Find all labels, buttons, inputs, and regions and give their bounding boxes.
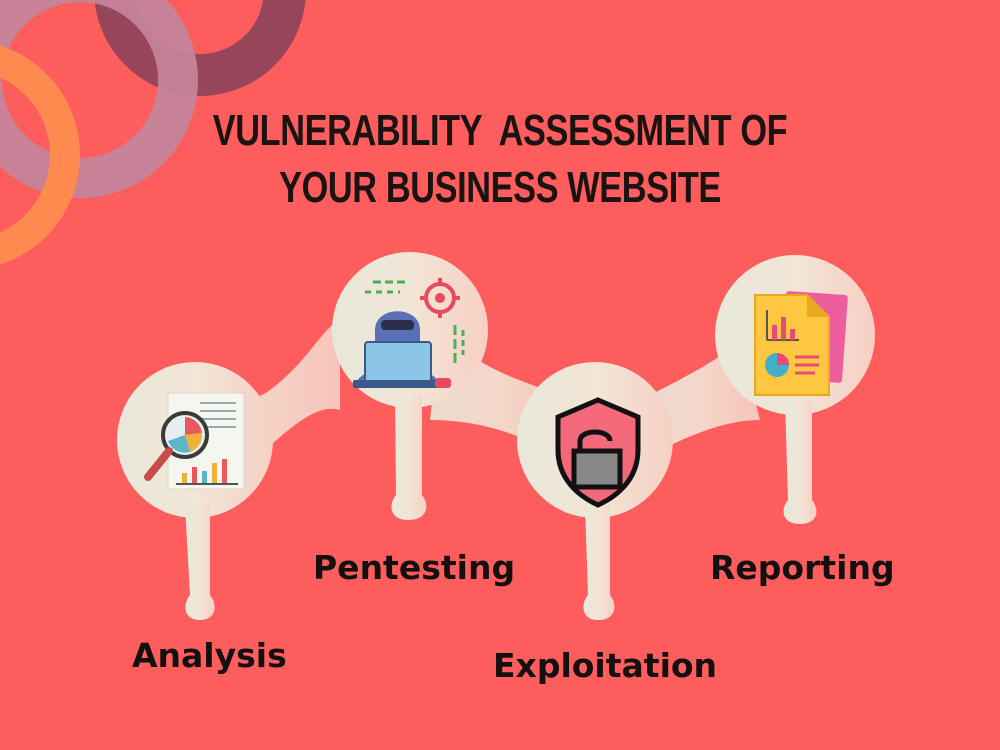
- step-label-reporting: Reporting: [710, 548, 895, 587]
- drip-reporting: [783, 400, 817, 524]
- drip-pentesting: [391, 395, 427, 520]
- title-line-2: YOUR BUSINESS WEBSITE: [279, 163, 721, 212]
- unlocked-shield-icon: [555, 397, 641, 508]
- drip-exploitation: [583, 505, 615, 620]
- step-label-exploitation: Exploitation: [493, 646, 718, 685]
- step-label-pentesting: Pentesting: [313, 548, 516, 587]
- hacker-laptop-icon: [353, 278, 465, 388]
- pink-ring: [0, 0, 198, 198]
- title-line-1: VULNERABILITY ASSESSMENT OF: [212, 106, 788, 155]
- dark-ring: [94, 0, 306, 96]
- magnifier-chart-icon: [144, 392, 245, 490]
- step-label-analysis: Analysis: [132, 636, 287, 675]
- report-document-icon: [754, 291, 848, 396]
- orange-ring: [0, 45, 80, 265]
- drip-analysis: [185, 505, 215, 620]
